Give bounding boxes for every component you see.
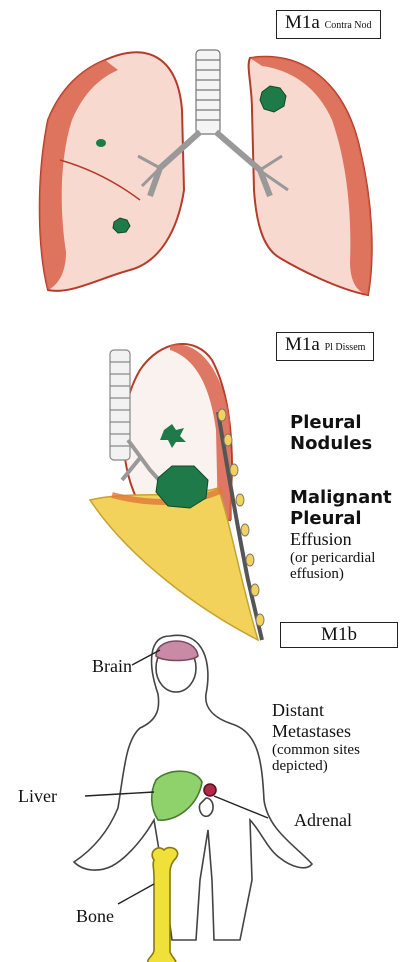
distant-metastases-label: Distant Metastases (common sites depicte… — [272, 700, 360, 774]
label-line: Pleural — [290, 412, 372, 433]
stage-label-main: M1a — [285, 12, 320, 33]
label-line: Pleural — [290, 508, 392, 529]
adrenal-shape — [204, 784, 216, 796]
label-line: Effusion — [290, 529, 392, 550]
bone-label: Bone — [76, 906, 114, 927]
brain-label: Brain — [92, 656, 132, 677]
label-line: Nodules — [290, 433, 372, 454]
stage-label-main: M1b — [321, 624, 357, 645]
adrenal-label: Adrenal — [294, 810, 352, 831]
label-line: Malignant — [290, 487, 392, 508]
label-note: effusion) — [290, 566, 392, 582]
label-note: (or pericardial — [290, 550, 392, 566]
label-note: depicted) — [272, 758, 360, 774]
label-line: Distant — [272, 700, 360, 721]
stage-label-m1a-contra: M1a Contra Nod — [276, 10, 381, 39]
pleural-nodules-label: Pleural Nodules — [290, 412, 372, 454]
stage-label-main: M1a — [285, 334, 320, 355]
malignant-effusion-label: Malignant Pleural Effusion (or pericardi… — [290, 487, 392, 582]
label-line: Metastases — [272, 721, 360, 742]
stage-label-m1b: M1b — [280, 622, 398, 648]
stage-label-m1a-pl: M1a Pl Dissem — [276, 332, 374, 361]
label-note: (common sites — [272, 742, 360, 758]
stage-label-sub: Pl Dissem — [325, 342, 366, 353]
liver-label: Liver — [18, 786, 57, 807]
pleural-illustration — [90, 344, 264, 640]
lungs-illustration — [40, 50, 372, 295]
stage-label-sub: Contra Nod — [325, 20, 372, 31]
contralateral-nodule-2 — [96, 139, 106, 147]
pleural-effusion — [90, 488, 258, 640]
